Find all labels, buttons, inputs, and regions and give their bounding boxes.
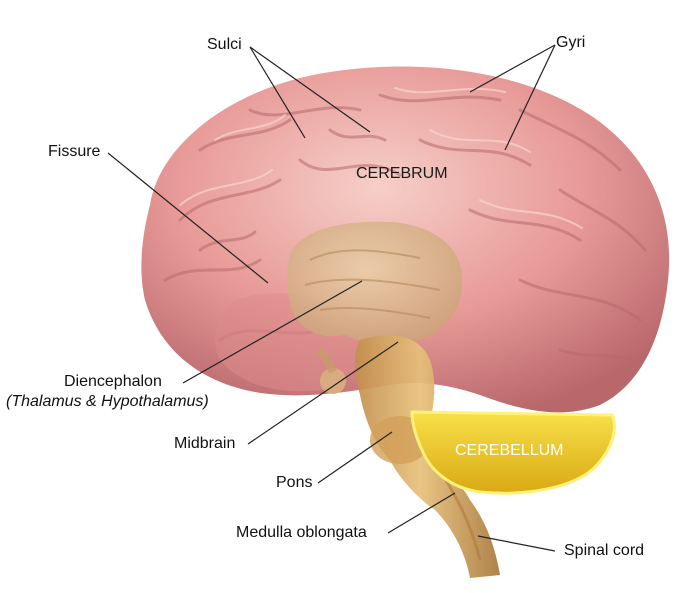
label-sulci: Sulci <box>207 36 242 54</box>
label-pons: Pons <box>276 474 312 492</box>
label-midbrain: Midbrain <box>174 435 235 453</box>
label-gyri: Gyri <box>556 34 585 52</box>
label-spinal-cord: Spinal cord <box>564 542 644 560</box>
label-fissure: Fissure <box>48 143 100 161</box>
label-cerebellum: CEREBELLUM <box>455 442 563 460</box>
label-cerebrum: CEREBRUM <box>356 165 448 183</box>
label-diencephalon-sub: (Thalamus & Hypothalamus) <box>6 393 209 411</box>
label-medulla: Medulla oblongata <box>236 524 367 542</box>
label-diencephalon: Diencephalon <box>64 373 162 391</box>
